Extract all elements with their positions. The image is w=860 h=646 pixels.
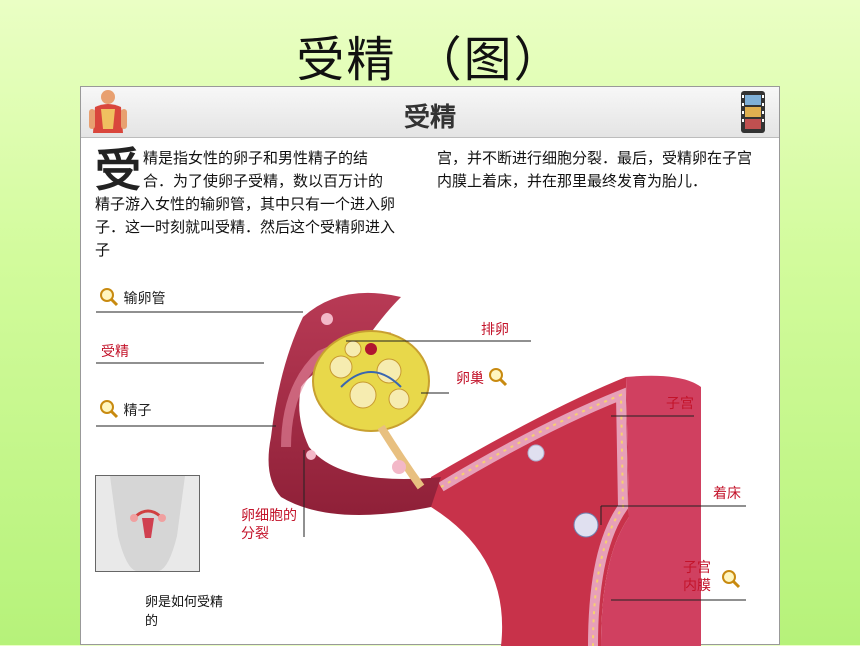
label-cell-division: 卵细胞的分裂 [241, 508, 297, 542]
intro-text: 受精是指女性的卵子和男性精子的结合．为了使卵子受精，数以百万计的精子游入女性的输… [95, 147, 395, 262]
intro-continued: 宫，并不断进行细胞分裂．最后，受精卵在子宫内膜上着床，并在那里最终发育为胎儿． [437, 149, 753, 190]
inset-caption: 卵是如何受精的 [145, 595, 224, 629]
diagram-panel: 受精 受精是指女性的卵子和男性精子的结合．为了使卵子受精，数以百万计的精子游入女… [80, 86, 780, 646]
label-sperm: 精子 [99, 399, 151, 423]
body-figure-icon[interactable] [87, 89, 129, 139]
label-sperm-text: 精子 [123, 403, 152, 419]
label-ovulation: 排卵 [481, 322, 509, 338]
label-endometrium: 子宫内膜 [683, 560, 711, 594]
slide-title: 受精 （图） [296, 32, 564, 88]
body-inset-thumbnail[interactable] [95, 475, 200, 572]
panel-header: 受精 [81, 87, 779, 138]
magnifier-icon[interactable] [721, 569, 741, 593]
intro-rest: 精是指女性的卵子和男性精子的结合．为了使卵子受精，数以百万计的精子游入女性的输卵… [95, 149, 396, 259]
label-ovary: 卵巢 [456, 367, 508, 391]
label-oviduct-text: 输卵管 [123, 291, 166, 307]
reproduction-diagram [96, 292, 746, 646]
label-fertilization: 受精 [101, 344, 129, 360]
magnifier-icon[interactable] [488, 367, 508, 391]
intro-dropcap: 受 [95, 143, 141, 197]
label-uterus: 子宫 [666, 396, 694, 412]
magnifier-icon[interactable] [99, 399, 119, 423]
uterus-shape [431, 377, 629, 646]
film-strip-icon[interactable] [733, 89, 773, 139]
label-oviduct: 输卵管 [99, 287, 165, 311]
label-ovary-text: 卵巢 [456, 371, 484, 387]
magnifier-icon[interactable] [99, 287, 119, 311]
label-implantation: 着床 [713, 486, 741, 502]
panel-title: 受精 [403, 103, 456, 133]
